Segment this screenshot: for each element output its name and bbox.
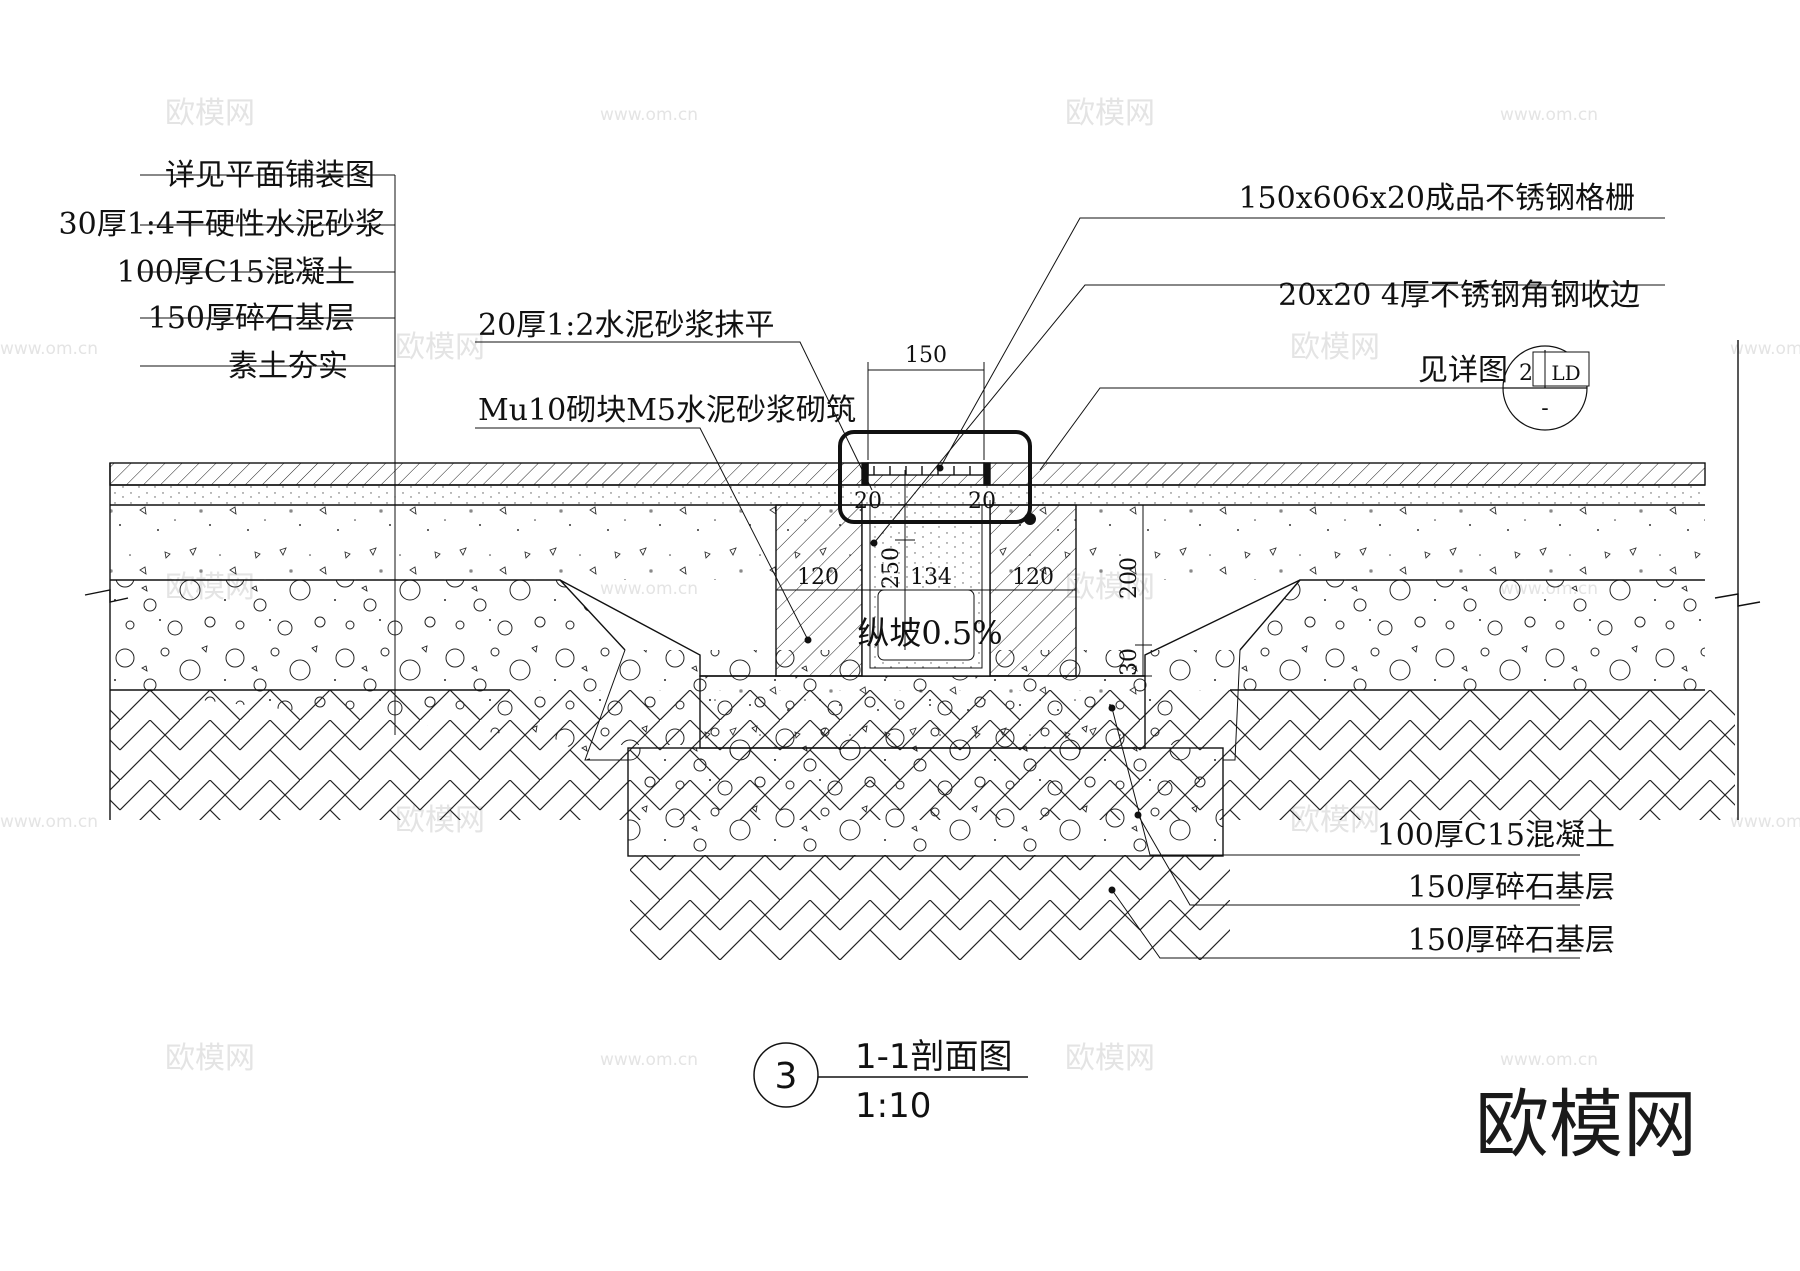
label-masonry: Mu10砌块M5水泥砂浆砌筑 bbox=[478, 393, 856, 428]
watermark-brand: 欧模网 bbox=[1065, 96, 1155, 131]
left-labels: 详见平面铺装图 30厚1:4干硬性水泥砂浆 100厚C15混凝土 150厚碎石基… bbox=[59, 158, 385, 384]
watermark-brand: 欧模网 bbox=[165, 96, 255, 131]
caption: 3 1-1剖面图 1:10 bbox=[753, 1037, 1028, 1126]
dim-wall-right: 120 bbox=[1012, 565, 1054, 590]
dimension-texts: 150 20 20 120 134 120 250 200 30 纵坡0.5% bbox=[797, 343, 1142, 676]
watermark-brand: 欧模网 bbox=[395, 330, 485, 365]
brand-logo: 欧模网 bbox=[1475, 1082, 1697, 1168]
mortar-layer bbox=[110, 485, 1705, 505]
dim-wall-height: 200 bbox=[1117, 557, 1142, 599]
label-base-gravel-1: 150厚碎石基层 bbox=[1408, 870, 1615, 905]
label-base-gravel-2: 150厚碎石基层 bbox=[1408, 923, 1615, 958]
slope-note: 纵坡0.5% bbox=[857, 614, 1002, 652]
watermark-url: www.om.cn bbox=[1500, 105, 1598, 125]
watermark-brand: 欧模网 bbox=[165, 1041, 255, 1076]
label-see-detail: 见详图 bbox=[1418, 353, 1508, 388]
caption-number: 3 bbox=[775, 1056, 798, 1097]
label-mortar-finish: 20厚1:2水泥砂浆抹平 bbox=[478, 308, 774, 343]
dim-bed: 30 bbox=[1117, 648, 1142, 676]
detail-ref-sheet: LD bbox=[1551, 361, 1580, 385]
label-dry-mortar: 30厚1:4干硬性水泥砂浆 bbox=[59, 207, 385, 242]
label-base-concrete: 100厚C15混凝土 bbox=[1377, 818, 1615, 853]
label-angle-steel: 20x20 4厚不锈钢角钢收边 bbox=[1278, 278, 1640, 313]
watermark-brand: 欧模网 bbox=[1065, 1041, 1155, 1076]
leader-lines bbox=[140, 174, 1665, 959]
watermark-url: www.om.cn bbox=[600, 579, 698, 599]
watermark-url: www.om.cn bbox=[600, 105, 698, 125]
gravel-foundation bbox=[627, 747, 1224, 857]
watermark-url: www.om.cn bbox=[0, 812, 98, 832]
concrete-foundation bbox=[699, 675, 1146, 749]
grate bbox=[867, 462, 985, 476]
angle-left bbox=[861, 462, 869, 486]
dimensions bbox=[775, 362, 1152, 677]
soil-hatch-lower bbox=[630, 855, 1230, 960]
label-gravel: 150厚碎石基层 bbox=[148, 301, 355, 336]
label-paving-ref: 详见平面铺装图 bbox=[165, 158, 375, 193]
bottom-right-labels: 100厚C15混凝土 150厚碎石基层 150厚碎石基层 bbox=[1377, 818, 1615, 958]
watermark-url: www.om.cn bbox=[0, 339, 98, 359]
watermark-brand: 欧模网 bbox=[1290, 330, 1380, 365]
right-labels: 150x606x20成品不锈钢格栅 20x20 4厚不锈钢角钢收边 见详图 2 … bbox=[1238, 181, 1640, 431]
label-grate: 150x606x20成品不锈钢格栅 bbox=[1238, 181, 1635, 216]
dim-channel-depth: 250 bbox=[879, 547, 904, 589]
watermark-url: www.om.cn bbox=[1500, 1050, 1598, 1070]
dim-wall-left: 120 bbox=[797, 565, 839, 590]
mid-labels: 20厚1:2水泥砂浆抹平 Mu10砌块M5水泥砂浆砌筑 bbox=[478, 308, 856, 428]
caption-scale: 1:10 bbox=[855, 1086, 931, 1126]
label-rammed-soil: 素土夯实 bbox=[228, 349, 348, 384]
detail-ref-number: 2 bbox=[1519, 361, 1533, 386]
dim-channel-width: 134 bbox=[910, 565, 952, 590]
dim-angle-left: 20 bbox=[854, 489, 882, 514]
dim-grate-width: 150 bbox=[905, 343, 947, 368]
detail-reference-symbol: 2 LD - bbox=[1502, 345, 1590, 431]
caption-title: 1-1剖面图 bbox=[855, 1037, 1013, 1077]
watermark-url: www.om.cn bbox=[1730, 812, 1800, 832]
angle-right bbox=[983, 462, 991, 486]
detail-callout-box bbox=[838, 430, 1032, 524]
dim-angle-right: 20 bbox=[968, 489, 996, 514]
watermark-url: www.om.cn bbox=[600, 1050, 698, 1070]
watermark-url: www.om.cn bbox=[1730, 339, 1800, 359]
label-concrete: 100厚C15混凝土 bbox=[117, 255, 355, 290]
detail-ref-bottom: - bbox=[1541, 396, 1548, 421]
